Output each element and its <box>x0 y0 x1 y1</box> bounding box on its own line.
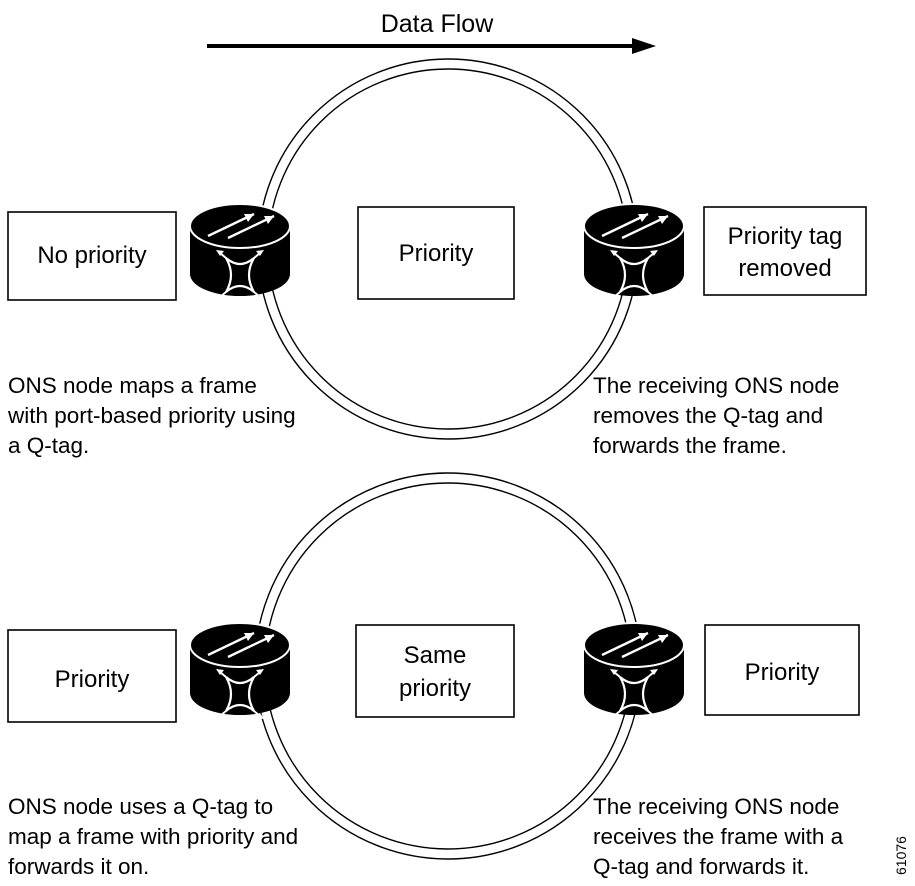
svg-text:The receiving ONS node: The receiving ONS node <box>593 373 839 398</box>
bottom-center-box-label-line1: Same <box>404 642 467 669</box>
ons-node-icon <box>188 202 292 302</box>
page-title: Data Flow <box>381 10 494 38</box>
bottom-left-box: Priority <box>7 629 177 723</box>
svg-text:map a frame with priority and: map a frame with priority and <box>8 824 298 849</box>
top-right-box: Priority tag removed <box>703 206 867 296</box>
svg-text:forwards it on.: forwards it on. <box>8 854 149 879</box>
top-left-box-label: No priority <box>37 242 146 269</box>
top-right-caption: The receiving ONS node removes the Q-tag… <box>593 373 839 458</box>
bottom-left-caption: ONS node uses a Q-tag to map a frame wit… <box>8 794 298 879</box>
bottom-right-box: Priority <box>704 624 860 716</box>
figure-id: 61076 <box>893 836 909 875</box>
svg-text:with port-based priority using: with port-based priority using <box>7 403 296 428</box>
svg-text:receives the frame with a: receives the frame with a <box>593 824 844 849</box>
ons-node-icon <box>582 621 686 721</box>
svg-text:ONS node uses a Q-tag to: ONS node uses a Q-tag to <box>8 794 273 819</box>
bottom-left-box-label: Priority <box>55 666 130 693</box>
bottom-right-box-label: Priority <box>745 659 820 686</box>
svg-text:Q-tag and forwards it.: Q-tag and forwards it. <box>593 854 809 879</box>
svg-text:The receiving ONS node: The receiving ONS node <box>593 794 839 819</box>
svg-text:ONS node maps a frame: ONS node maps a frame <box>8 373 257 398</box>
top-right-box-label-line1: Priority tag <box>728 223 843 250</box>
top-left-caption: ONS node maps a frame with port-based pr… <box>7 373 296 458</box>
top-center-box: Priority <box>357 206 515 300</box>
top-left-box: No priority <box>7 211 177 301</box>
bottom-center-box-label-line2: priority <box>399 675 471 702</box>
top-center-box-label: Priority <box>399 240 474 267</box>
ons-node-icon <box>582 202 686 302</box>
bottom-center-box: Same priority <box>355 624 515 718</box>
svg-text:removes the Q-tag and: removes the Q-tag and <box>593 403 823 428</box>
data-flow-arrow-icon <box>207 38 656 54</box>
svg-text:a Q-tag.: a Q-tag. <box>8 433 89 458</box>
svg-text:forwards the frame.: forwards the frame. <box>593 433 787 458</box>
top-right-box-label-line2: removed <box>738 255 831 282</box>
ons-node-icon <box>188 621 292 721</box>
bottom-right-caption: The receiving ONS node receives the fram… <box>593 794 844 879</box>
